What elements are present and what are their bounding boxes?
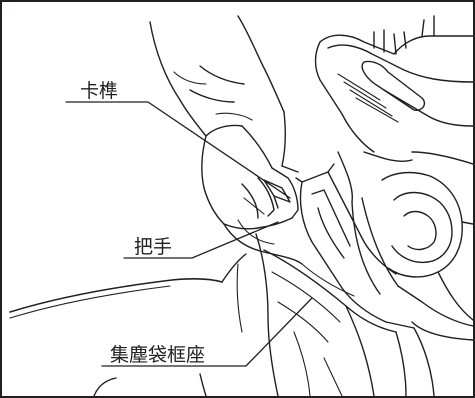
dust-bag-mount-label: 集塵袋框座 [110, 344, 206, 366]
latch-drawing [263, 179, 291, 209]
latch-label: 卡榫 [80, 80, 119, 102]
handle-leader-line [123, 221, 279, 259]
tool-body-drawing [314, 15, 473, 341]
dust-bag-mount-leader-line [101, 297, 313, 367]
dust-bag-drawing [9, 233, 435, 396]
dust-bag-mount-drawing [295, 163, 415, 329]
handle-label: 把手 [134, 236, 173, 258]
latch-leader-line [65, 101, 291, 199]
leader-lines [65, 101, 313, 367]
arm-and-hand-drawing [149, 15, 303, 265]
